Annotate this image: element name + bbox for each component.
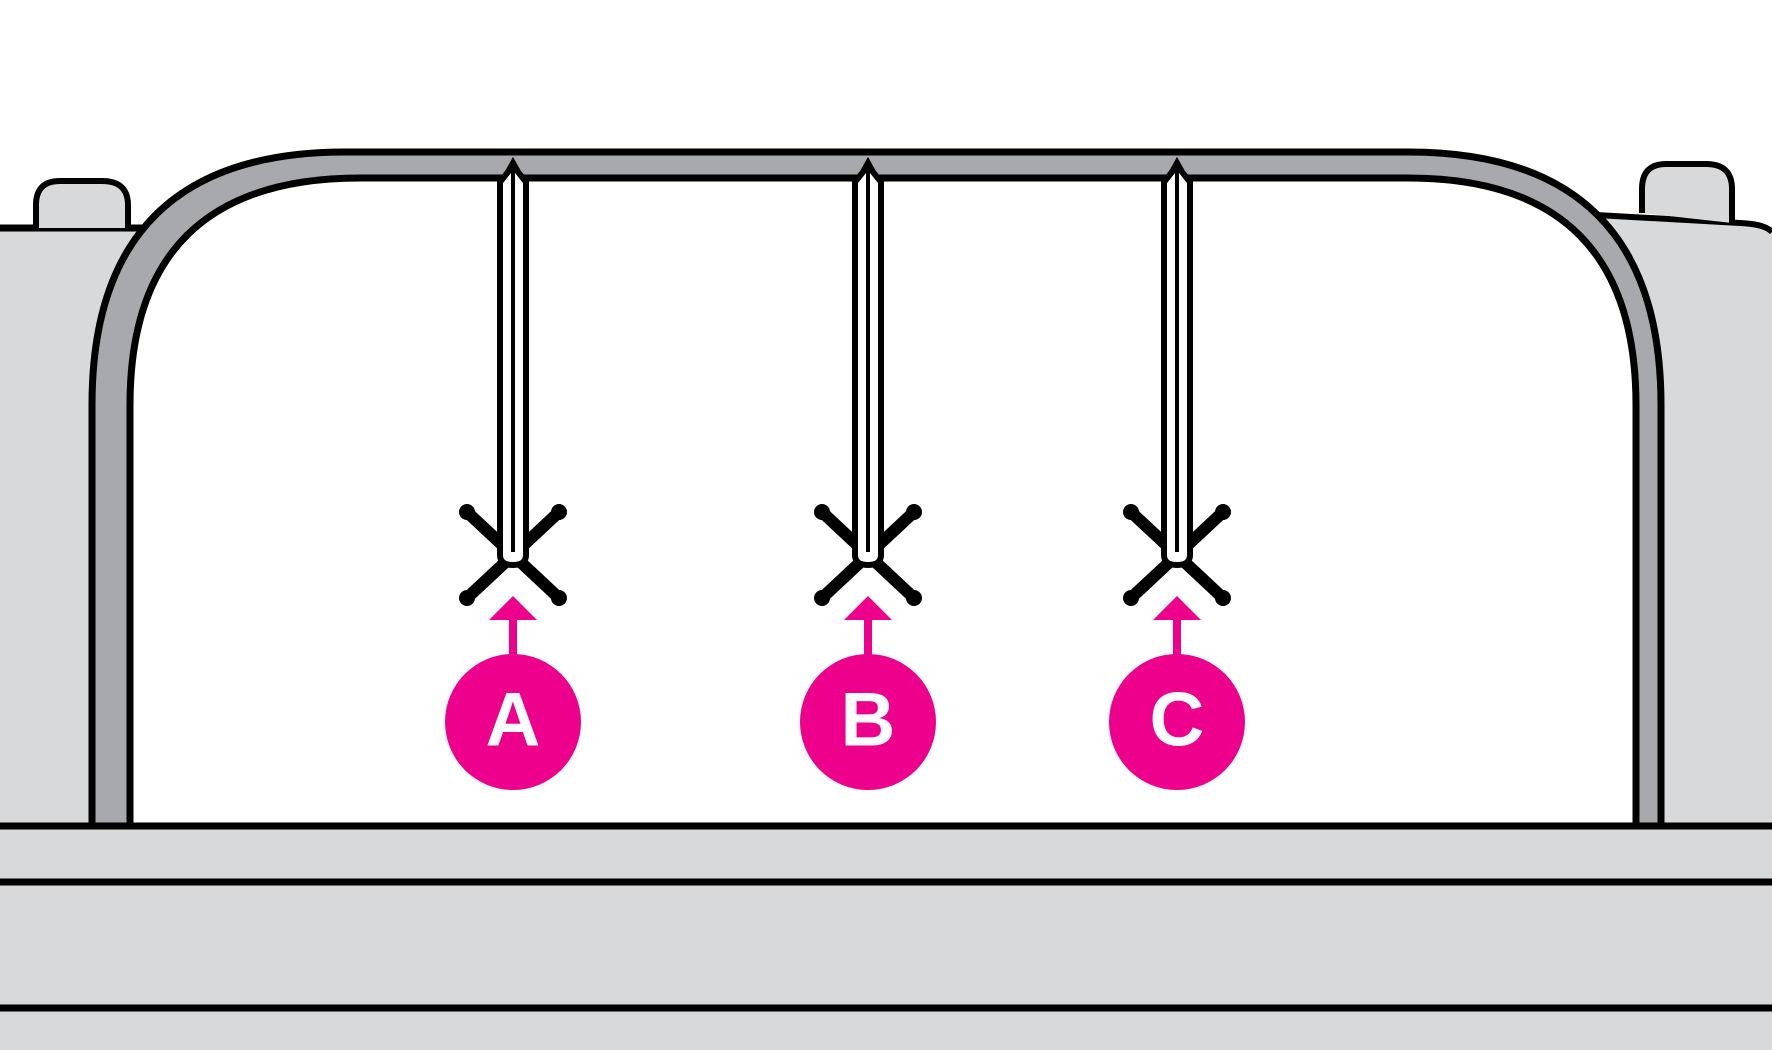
pointer-arrow-icon	[489, 596, 537, 656]
callout-label: C	[1150, 678, 1205, 763]
marker-c: C	[1109, 156, 1245, 790]
callout-circle	[445, 654, 581, 790]
bed-band-lower	[0, 882, 1772, 1008]
needle-position-icon	[1161, 156, 1193, 569]
bed-band-bottom	[0, 1008, 1772, 1050]
pointer-arrow-icon	[844, 596, 892, 656]
pointer-arrow-icon	[1153, 596, 1201, 656]
markers-layer: A B C	[445, 156, 1245, 790]
callout-a: A	[445, 654, 581, 790]
callout-b: B	[800, 654, 936, 790]
bed-band-upper	[0, 826, 1772, 882]
callout-label: A	[486, 678, 541, 763]
needle-position-icon	[497, 156, 529, 569]
marker-b: B	[800, 156, 936, 790]
right-tab	[1639, 161, 1735, 223]
left-tab	[33, 178, 131, 228]
needle-position-icon	[852, 156, 884, 569]
right-top-edge	[1559, 210, 1772, 235]
callout-c: C	[1109, 654, 1245, 790]
marker-a: A	[445, 156, 581, 790]
callout-label: B	[841, 678, 896, 763]
callout-circle	[1109, 654, 1245, 790]
callout-circle	[800, 654, 936, 790]
